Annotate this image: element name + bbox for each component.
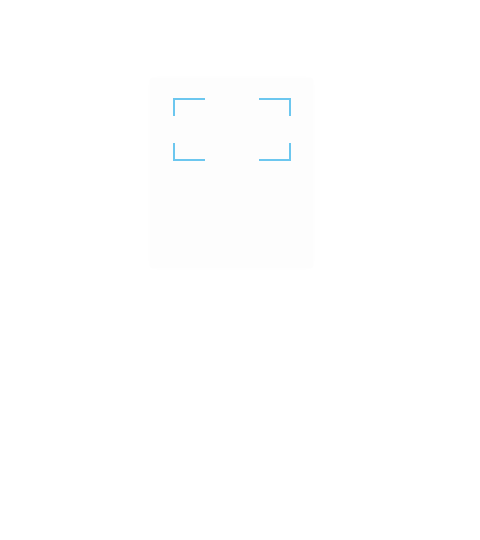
corner-bottom-right — [259, 143, 291, 161]
corner-top-right — [259, 98, 291, 116]
scan-frame-icon — [173, 98, 291, 161]
corner-top-left — [173, 98, 205, 116]
camera-preview-area — [150, 78, 313, 268]
corner-bottom-left — [173, 143, 205, 161]
